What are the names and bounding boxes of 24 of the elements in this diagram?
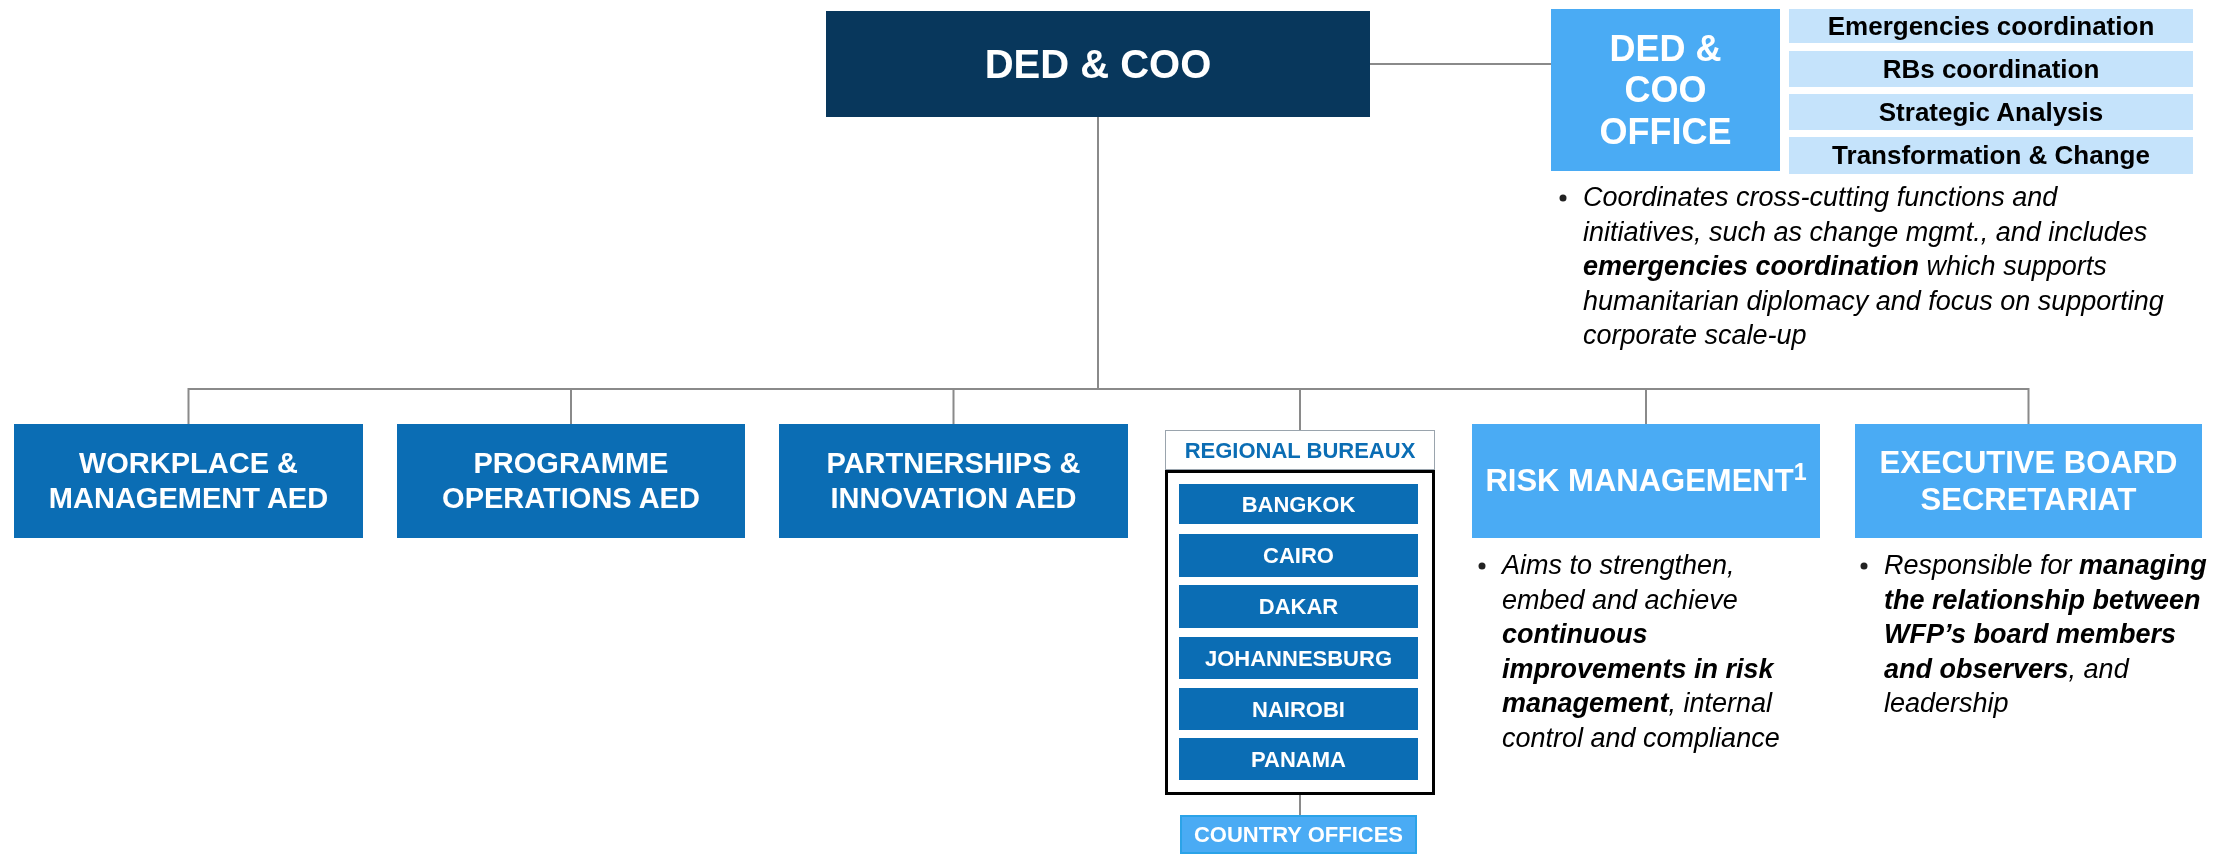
function-bar: RBs coordination bbox=[1789, 51, 2193, 87]
office-box: DED & COO OFFICE bbox=[1551, 9, 1780, 171]
division-box: PROGRAMME OPERATIONS AED bbox=[397, 424, 745, 538]
description-text: Responsible for managing the relationship between WFP’s board members and observers, and leadership bbox=[1884, 549, 2208, 721]
description-text: Aims to strengthen, embed and achieve continuous improvements in risk management, internal control and compliance bbox=[1502, 549, 1781, 755]
function-bar: Strategic Analysis bbox=[1789, 94, 2193, 130]
connector-line bbox=[1369, 63, 1552, 65]
executive-box: DED & COO bbox=[826, 11, 1370, 117]
division-box: PARTNERSHIPS & INNOVATION AED bbox=[779, 424, 1128, 538]
function-bar: Emergencies coordination bbox=[1789, 9, 2193, 43]
connector-line bbox=[1299, 794, 1301, 816]
bureau-box: NAIROBI bbox=[1179, 688, 1418, 730]
description-text: Coordinates cross-cutting functions and initiatives, such as change mgmt., and includes emergencies coordination which supports humanitarian diplomacy and focus on supporting corporate scale-up bbox=[1583, 181, 2165, 353]
function-bar: Transformation & Change bbox=[1789, 137, 2193, 174]
bureau-box: JOHANNESBURG bbox=[1179, 637, 1418, 679]
bureau-box: PANAMA bbox=[1179, 738, 1418, 780]
unit-box: EXECUTIVE BOARD SECRETARIAT bbox=[1855, 424, 2202, 538]
division-box: WORKPLACE & MANAGEMENT AED bbox=[14, 424, 363, 538]
group-heading: REGIONAL BUREAUX bbox=[1165, 430, 1435, 470]
bureau-box: CAIRO bbox=[1179, 534, 1418, 577]
unit-box: RISK MANAGEMENT$^{1}$ bbox=[1472, 424, 1820, 538]
country-offices-box: COUNTRY OFFICES bbox=[1180, 815, 1417, 854]
bureau-box: DAKAR bbox=[1179, 585, 1418, 628]
bureau-box: BANGKOK bbox=[1179, 484, 1418, 524]
